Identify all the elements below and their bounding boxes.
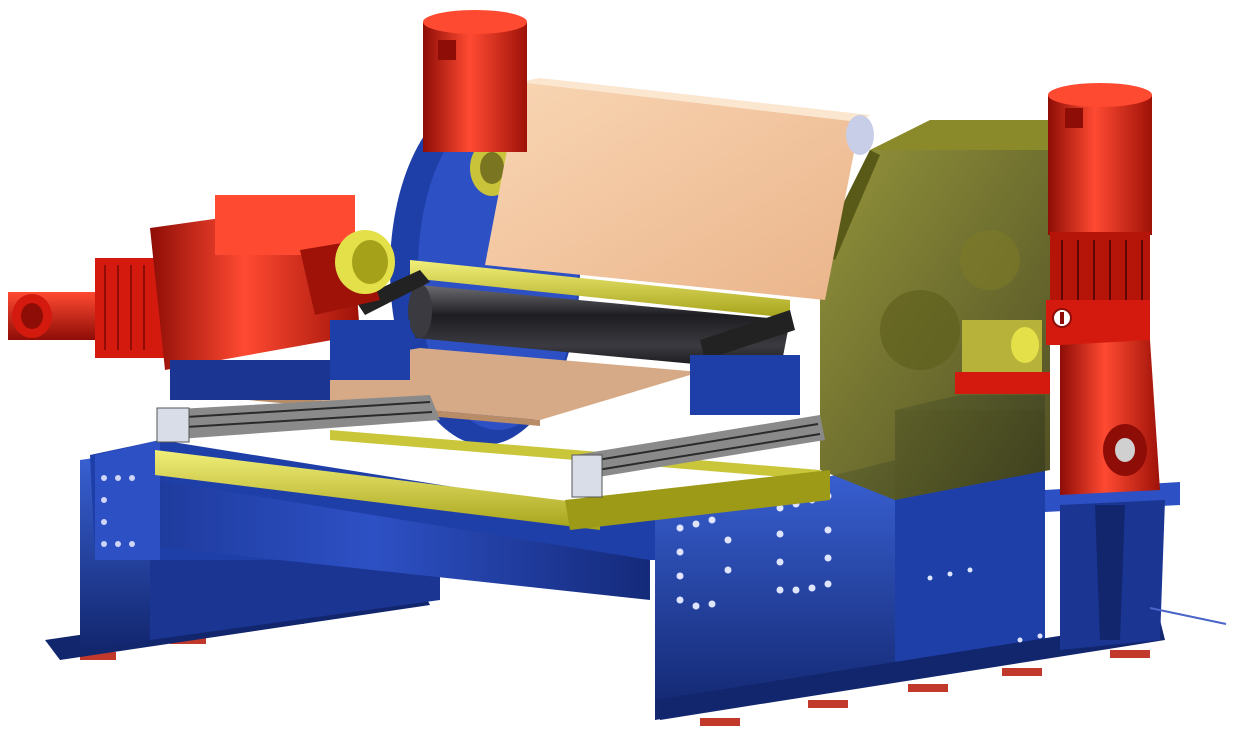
right-bearing-block: [690, 320, 1050, 415]
paper-roll: [485, 74, 874, 300]
left-bearing-block: [170, 320, 410, 400]
nip-roller: [355, 260, 795, 372]
right-motor-skid: [1045, 482, 1227, 650]
olive-guard: [820, 120, 1050, 500]
carriage-frame: [155, 395, 830, 530]
right-vertical-motor: [1046, 83, 1160, 495]
left-gear-motor: [8, 195, 395, 370]
rear-vertical-motor: [423, 10, 527, 152]
